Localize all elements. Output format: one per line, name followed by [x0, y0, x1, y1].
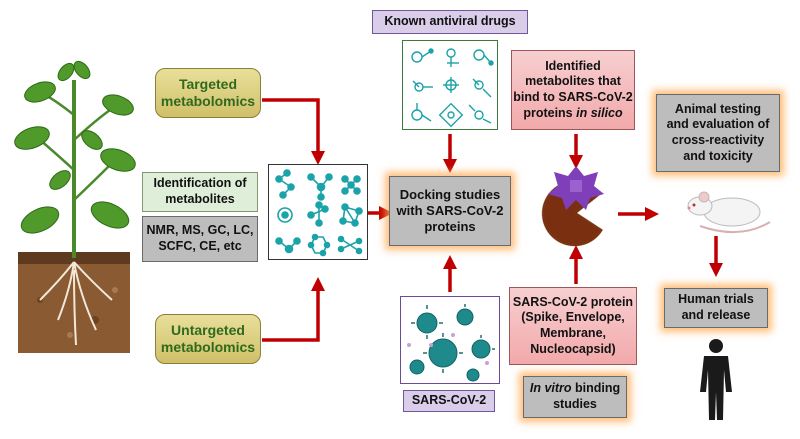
sars-cov-2-virus-panel	[400, 296, 500, 384]
sars-cov-2-protein-box: SARS-CoV-2 protein (Spike, Envelope, Mem…	[509, 287, 637, 365]
methods-box: NMR, MS, GC, LC, SCFC, CE, etc	[142, 216, 258, 262]
human-label: Human trials and release	[678, 292, 754, 322]
methods-label: NMR, MS, GC, LC, SCFC, CE, etc	[146, 223, 254, 253]
identified-metabolites-box: Identified metabolites that bind to SARS…	[511, 50, 635, 130]
animal-label: Animal testing and evaluation of cross-r…	[666, 101, 770, 163]
human-trials-box: Human trials and release	[664, 288, 768, 328]
in-vitro-binding-box: In vitro binding studies	[523, 376, 627, 418]
identified-label: Identified metabolites that bind to SARS…	[513, 59, 632, 122]
virus-icon	[407, 304, 495, 382]
targeted-label: Targeted metabolomics	[160, 75, 256, 110]
docking-label: Docking studies with SARS-CoV-2 proteins	[396, 186, 504, 235]
known-drugs-label: Known antiviral drugs	[384, 14, 516, 29]
mouse-icon	[687, 191, 771, 234]
human-silhouette-icon	[700, 339, 732, 420]
docking-studies-box: Docking studies with SARS-CoV-2 proteins	[389, 176, 511, 246]
in-vitro-rest: binding studies	[553, 381, 621, 411]
arrow-targeted	[262, 98, 325, 165]
untargeted-label: Untargeted metabolomics	[160, 321, 256, 356]
protein-label: SARS-CoV-2 protein (Spike, Envelope, Mem…	[512, 294, 634, 356]
identification-label: Identification of metabolites	[153, 176, 247, 206]
ligand-icon	[548, 166, 604, 210]
identified-italic: in silico	[576, 105, 623, 120]
in-vitro-italic: In vitro	[529, 381, 572, 396]
identification-box: Identification of metabolites	[142, 172, 258, 212]
in-vitro-label: In vitro binding studies	[530, 381, 620, 412]
drug-molecule-icon	[411, 48, 494, 128]
sars-cov-2-label-box: SARS-CoV-2	[403, 390, 495, 412]
targeted-metabolomics-box: Targeted metabolomics	[155, 68, 261, 118]
arrow-untargeted	[262, 277, 325, 342]
sars-cov-2-label: SARS-CoV-2	[411, 393, 487, 408]
animal-testing-box: Animal testing and evaluation of cross-r…	[656, 94, 780, 172]
antiviral-drugs-panel	[402, 40, 498, 130]
identified-prefix: Identified metabolites that bind to SARS…	[513, 58, 633, 120]
molecule-icon	[275, 169, 363, 257]
known-antiviral-drugs-box: Known antiviral drugs	[372, 10, 528, 34]
untargeted-metabolomics-box: Untargeted metabolomics	[155, 314, 261, 364]
metabolite-molecules-panel	[268, 164, 368, 260]
plant-icon	[14, 60, 136, 353]
